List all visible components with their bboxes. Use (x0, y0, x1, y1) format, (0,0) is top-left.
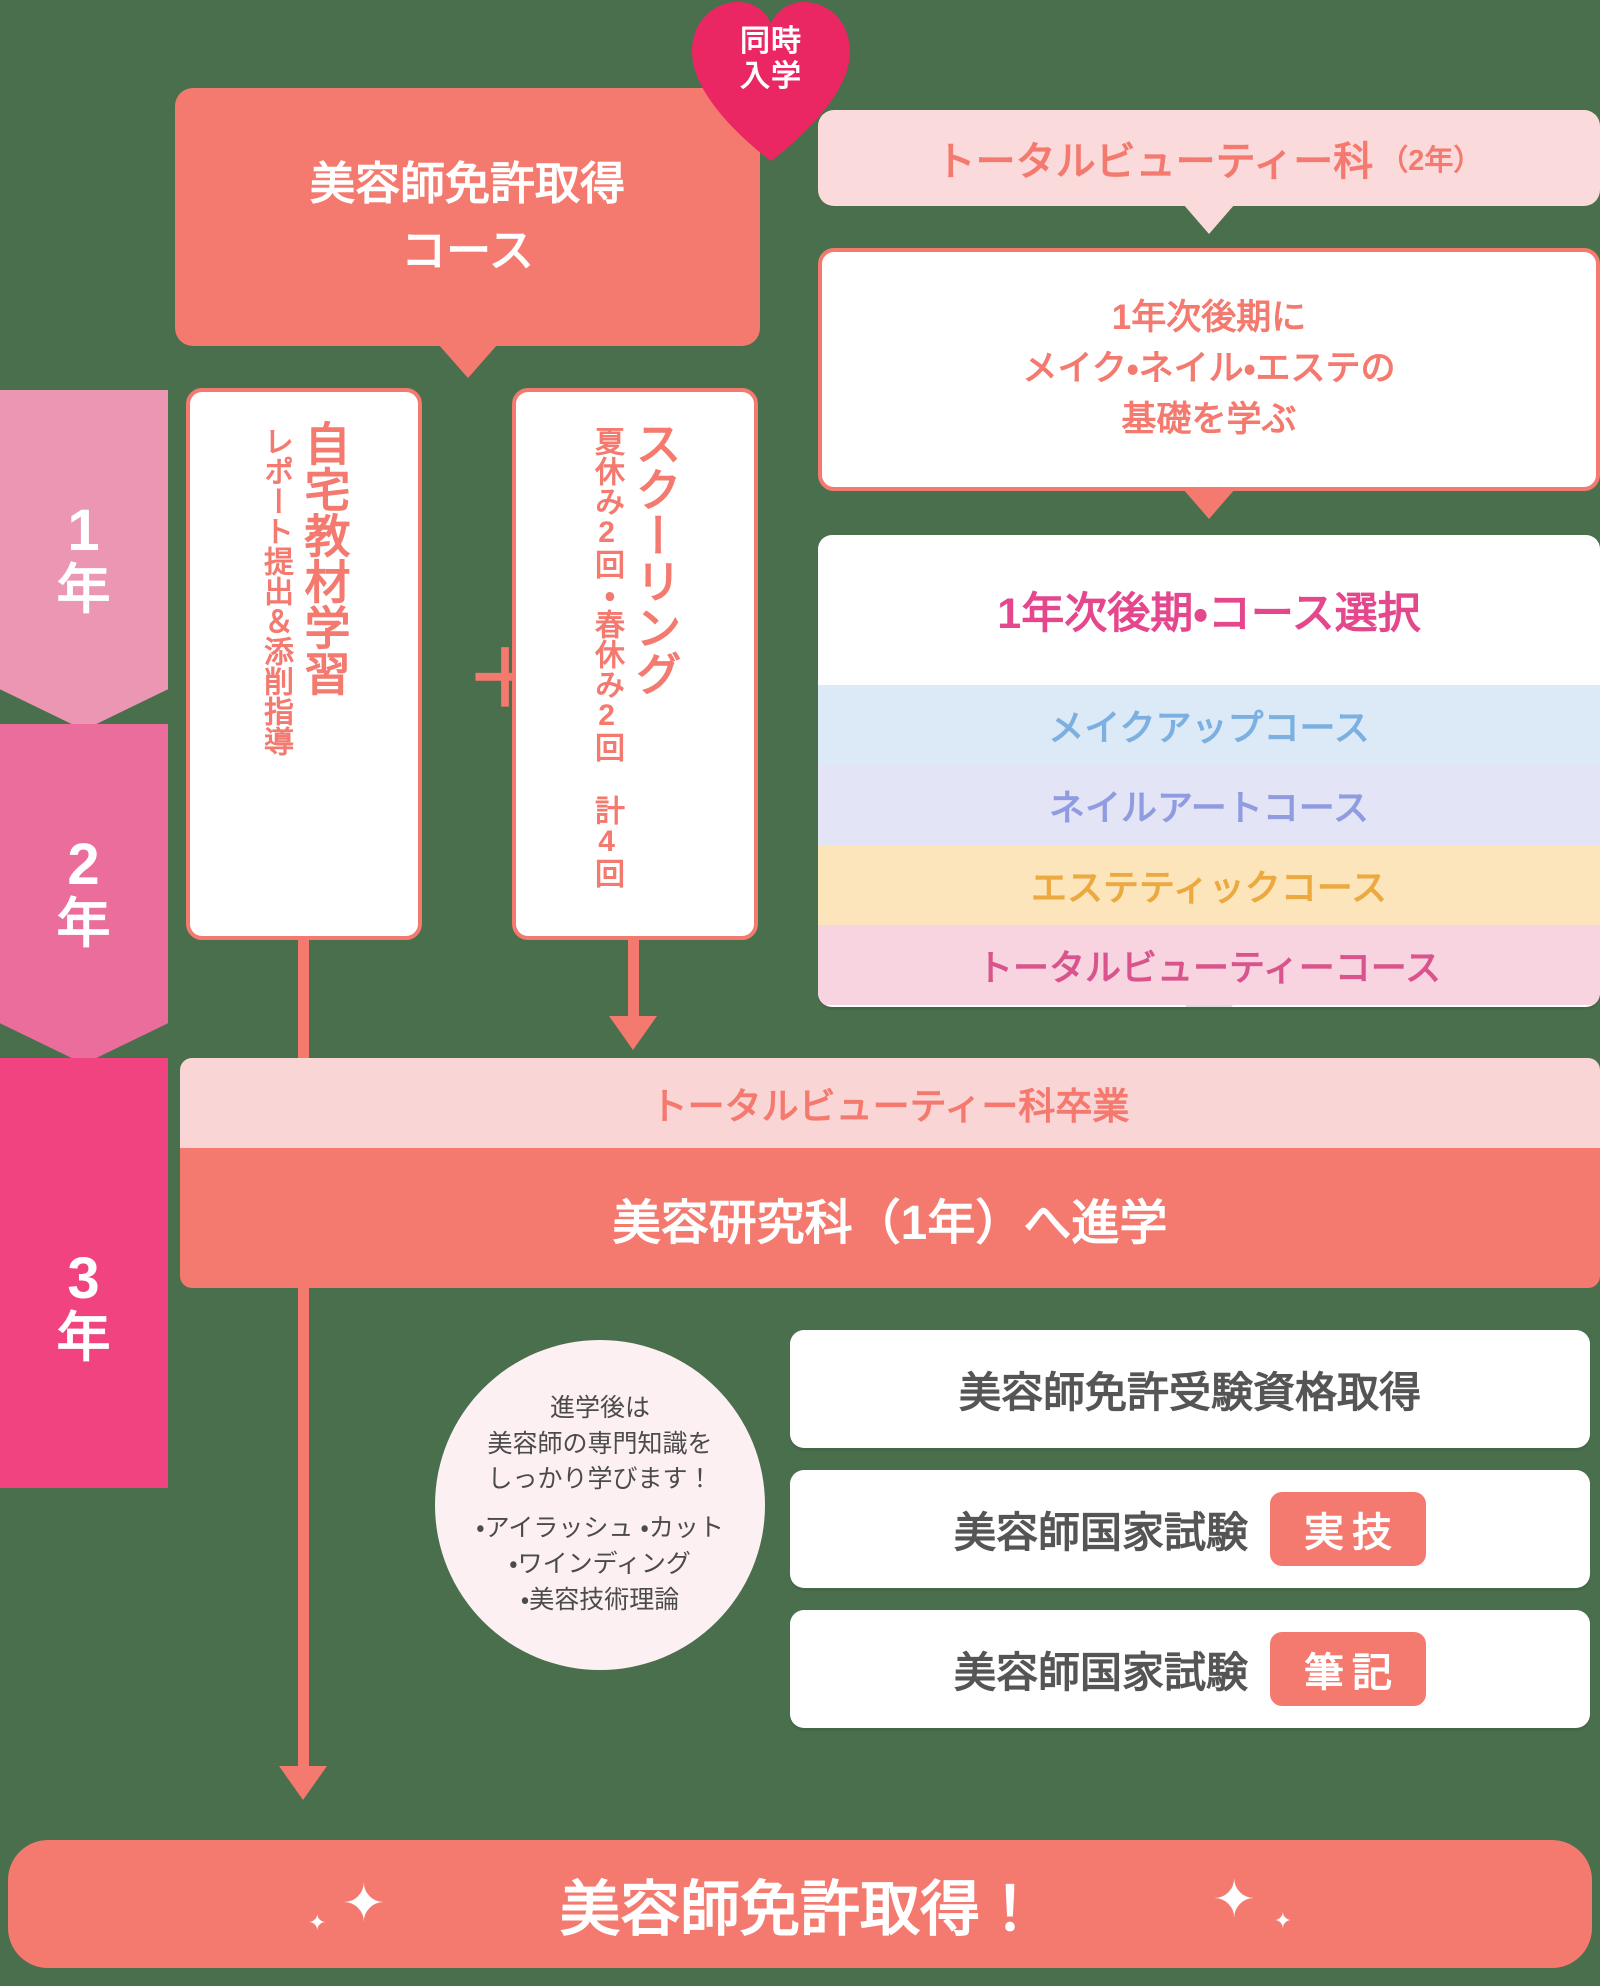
advance-bar: 美容研究科（1年）へ進学 (180, 1148, 1600, 1288)
sparkle-small-left: ✦ (308, 1910, 327, 1935)
home-study-connector-arrow (279, 1766, 327, 1800)
year-rail: 1 年 2 年 3 年 (0, 390, 168, 1488)
badge-line-2: 入学 (740, 60, 802, 94)
study-note-lead-line-3: しっかり学びます！ (487, 1465, 713, 1494)
license-course-header-tail (437, 344, 498, 378)
course-selection-title: 1年次後期・コース選択 (997, 590, 1421, 638)
schooling-main: スクーリング (629, 420, 682, 696)
study-note-bullet-line-3: ・美容技術理論 (520, 1586, 680, 1615)
schooling-box: スクーリング 夏休み2回・春休み2回 計4回 (512, 388, 758, 940)
study-note-bullet-line-2: ・ワインディング (509, 1550, 691, 1579)
result-banner-label: 美容師免許取得！ (560, 1875, 1040, 1943)
total-beauty-title-box: トータルビューティー科 （2年） (818, 110, 1600, 234)
year-band-1: 1 年 (0, 390, 168, 730)
advance-bar-label: 美容研究科（1年）へ進学 (612, 1197, 1168, 1250)
schooling-sub: 夏休み2回・春休み2回 計4回 (590, 426, 624, 888)
year-band-2: 2 年 (0, 724, 168, 1064)
year-band-1-kanji: 年 (56, 560, 112, 621)
home-study-sub: レポート提出＆添削指導 (259, 426, 293, 756)
license-course-header: 美容師免許取得 コース (175, 88, 760, 378)
graduation-bar: トータルビューティー科卒業 (180, 1058, 1600, 1148)
course-option-esthetic-label: エステティックコース (1030, 867, 1388, 908)
year-band-3-number: 3 (67, 1246, 101, 1312)
basics-line-1: 1年次後期に (1111, 298, 1307, 338)
home-study-connector-line (298, 940, 309, 1770)
sparkle-small-right: ✦ (1273, 1908, 1292, 1933)
course-selection-box: 1年次後期・コース選択 メイクアップコース ネイルアートコース エステティックコ… (818, 535, 1600, 1007)
exam-box-practical: 美容師国家試験 実技 (790, 1470, 1590, 1588)
year-band-2-number: 2 (67, 832, 101, 898)
basics-line-2: メイク・ネイル・エステの (1022, 349, 1396, 389)
basics-box: 1年次後期に メイク・ネイル・エステの 基礎を学ぶ (818, 248, 1600, 519)
study-note-lead: 進学後は 美容師の専門知識を しっかり学びます！ (487, 1391, 712, 1498)
course-option-makeup-label: メイクアップコース (1048, 707, 1370, 748)
exam-box-practical-label: 美容師国家試験 (953, 1508, 1248, 1556)
total-beauty-title-years: （2年） (1379, 145, 1483, 177)
exam-box-practical-chip: 実技 (1270, 1492, 1426, 1566)
course-selection-tail (1185, 1005, 1233, 1007)
course-option-nail-art[interactable]: ネイルアートコース (818, 765, 1600, 845)
study-note-circle: 進学後は 美容師の専門知識を しっかり学びます！ ・アイラッシュ ・カット ・ワ… (435, 1340, 765, 1670)
course-option-nail-art-label: ネイルアートコース (1048, 787, 1370, 828)
heart-icon (692, 2, 850, 161)
graduation-bar-label: トータルビューティー科卒業 (650, 1086, 1130, 1127)
study-note-lead-line-1: 進学後は (549, 1394, 650, 1423)
year-band-2-kanji: 年 (56, 894, 112, 955)
year-band-1-number: 1 (67, 498, 101, 564)
badge-text: 同時 入学 (686, 24, 856, 95)
schooling-connector-arrow (609, 1016, 657, 1050)
year-band-3-kanji: 年 (56, 1308, 112, 1369)
license-course-title-line2: コース (401, 225, 534, 276)
course-option-esthetic[interactable]: エステティックコース (818, 845, 1600, 925)
badge-line-1: 同時 (740, 25, 802, 58)
course-option-total-beauty-label: トータルビューティーコース (976, 947, 1442, 988)
study-note-lead-line-2: 美容師の専門知識を (487, 1429, 713, 1458)
home-study-main: 自宅教材学習 (298, 420, 351, 696)
course-option-makeup[interactable]: メイクアップコース (818, 685, 1600, 765)
license-course-title-line1: 美容師免許取得 (309, 157, 625, 209)
basics-line-3: 基礎を学ぶ (1121, 399, 1297, 439)
exam-box-qualification: 美容師免許受験資格取得 (790, 1330, 1590, 1448)
course-option-total-beauty[interactable]: トータルビューティーコース (818, 925, 1600, 1005)
study-note-bullets: ・アイラッシュ ・カット ・ワインディング ・美容技術理論 (476, 1510, 724, 1619)
home-study-box: 自宅教材学習 レポート提出＆添削指導 (186, 388, 422, 940)
exam-box-qualification-label: 美容師免許受験資格取得 (958, 1368, 1421, 1416)
total-beauty-title-tail (1183, 204, 1235, 234)
year-band-3: 3 年 (0, 1058, 168, 1488)
sparkle-large-right: ✦ (1212, 1871, 1256, 1929)
schooling-connector-line (628, 940, 639, 1020)
study-note-bullet-line-1: ・アイラッシュ ・カット (476, 1513, 724, 1542)
exam-box-written-chip: 筆記 (1270, 1632, 1426, 1706)
result-banner: ✦ ✦ 美容師免許取得！ ✦ ✦ (8, 1840, 1592, 1968)
sparkle-large-left: ✦ (342, 1875, 386, 1933)
total-beauty-title: トータルビューティー科 (935, 140, 1374, 184)
exam-box-written: 美容師国家試験 筆記 (790, 1610, 1590, 1728)
simultaneous-enrollment-badge: 同時 入学 (686, 0, 856, 166)
basics-box-tail (1183, 489, 1235, 519)
exam-box-written-label: 美容師国家試験 (953, 1648, 1248, 1696)
